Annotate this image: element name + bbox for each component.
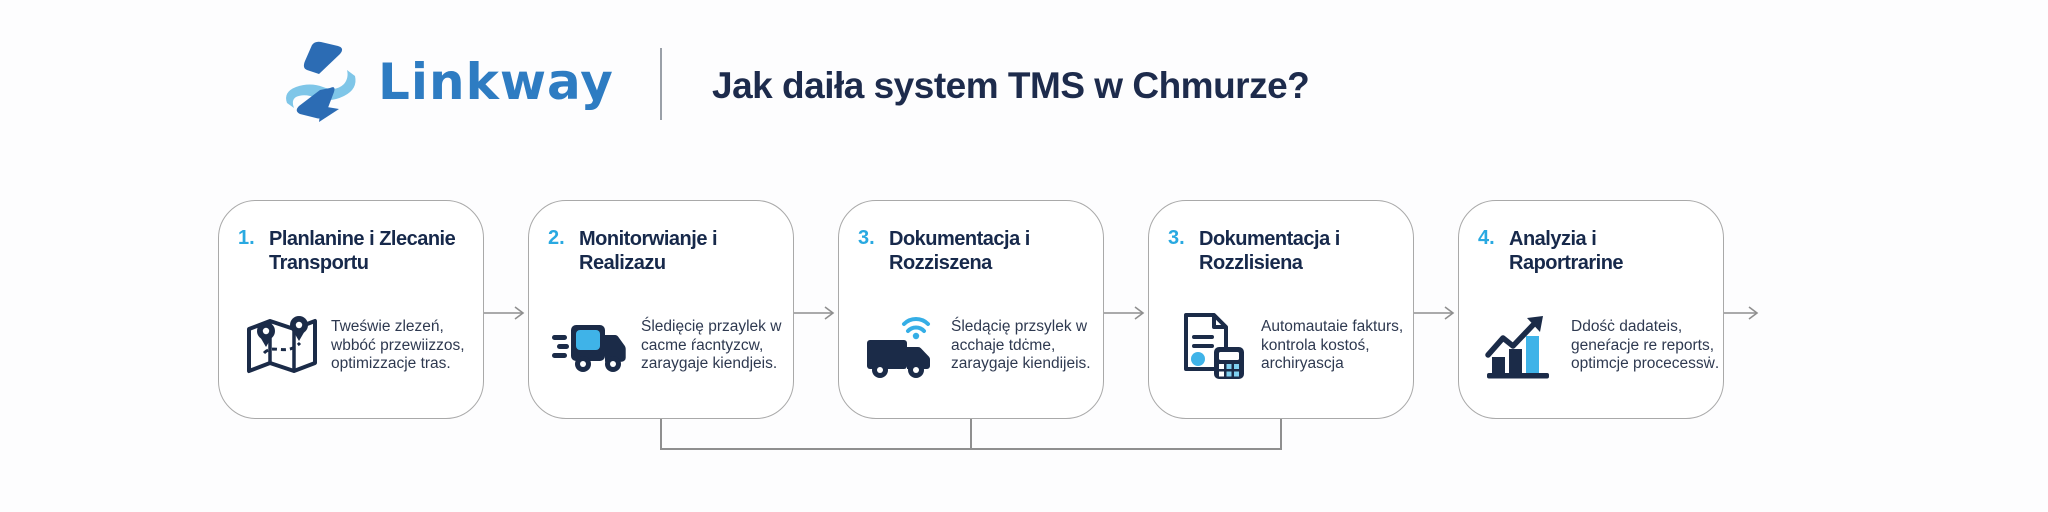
flow-arrow-1-2 bbox=[484, 306, 525, 320]
step-card-3: 3. Dokumentacja i Rozziszena Śledącię pr… bbox=[838, 200, 1104, 419]
step-card-4: 3. Dokumentacja i Rozzlisiena bbox=[1148, 200, 1414, 419]
connector-drop-card4 bbox=[1280, 419, 1282, 450]
flow-arrow-3-4 bbox=[1104, 306, 1145, 320]
step-title: Analyzia i Raportrarine bbox=[1509, 228, 1624, 274]
flow-arrow-2-3 bbox=[794, 306, 835, 320]
step-description: Ddośċ dadateis, geneŕacje re reports, op… bbox=[1571, 318, 1720, 373]
step-number: 2. bbox=[548, 227, 565, 249]
step-title: Dokumentacja i Rozzlisiena bbox=[1199, 228, 1340, 274]
step-number: 1. bbox=[238, 227, 255, 249]
step-card-1: 1. Planlanine i Zlecanie Transportu Tweś… bbox=[218, 200, 484, 419]
flow-arrow-4-5 bbox=[1414, 306, 1455, 320]
step-card-2: 2. Monitorwianje i Realizazu Śledięc bbox=[528, 200, 794, 419]
connector-drop-card3 bbox=[970, 419, 972, 450]
flow-arrow-out bbox=[1724, 306, 1759, 320]
invoice-calculator-icon bbox=[1171, 309, 1253, 383]
process-steps-row: 1. Planlanine i Zlecanie Transportu Tweś… bbox=[218, 200, 1724, 419]
linkway-swirl-icon bbox=[286, 41, 356, 122]
step-title: Monitorwianje i Realizazu bbox=[579, 228, 718, 274]
page-title: Jak daiła system TMS w Chmurze? bbox=[712, 65, 1310, 106]
connector-drop-card2 bbox=[660, 419, 662, 450]
step-number: 4. bbox=[1478, 227, 1495, 249]
step-description: Śledącię przsylek w acchaje tdċme, zaray… bbox=[951, 318, 1091, 373]
step-title: Planlanine i Zlecanie Transportu bbox=[269, 228, 456, 274]
step-card-5: 4. Analyzia i Raportrarine Ddośċ dadatei… bbox=[1458, 200, 1724, 419]
step-description: Tweświe zlezeń, wbbóć przewiizzos, optim… bbox=[331, 318, 465, 373]
brand-logo: Linkway bbox=[278, 40, 614, 124]
header-divider bbox=[660, 48, 662, 120]
growth-chart-icon bbox=[1481, 309, 1563, 383]
delivery-truck-icon bbox=[551, 309, 633, 383]
step-number: 3. bbox=[858, 227, 875, 249]
step-title: Dokumentacja i Rozziszena bbox=[889, 228, 1030, 274]
connector-bottom-rail bbox=[660, 448, 1281, 450]
step-description: Śledięcię przaylek w cacme ŕacntyzcw, za… bbox=[641, 318, 782, 373]
map-route-icon bbox=[241, 309, 323, 383]
brand-name: Linkway bbox=[378, 53, 614, 111]
step-description: Automautaie fakturs, kontrola kostoś, ar… bbox=[1261, 318, 1404, 373]
truck-wifi-icon bbox=[861, 309, 943, 383]
step-number: 3. bbox=[1168, 227, 1185, 249]
